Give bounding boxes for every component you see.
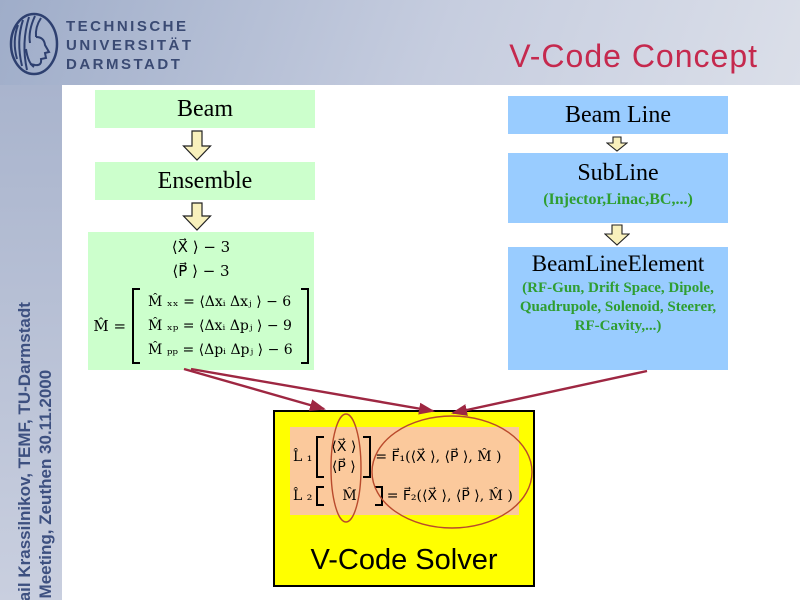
down-arrow-icon [182,202,212,231]
left-bracket [316,486,325,506]
matrix-row: M̂ ₓₓ = ⟨Δxᵢ Δxⱼ ⟩ − 6 [148,294,292,310]
right-bracket [374,486,383,506]
matrix-rows: M̂ ₓₓ = ⟨Δxᵢ Δxⱼ ⟩ − 6 M̂ ₓₚ = ⟨Δxᵢ Δpⱼ … [146,288,295,364]
mean-momentum-formula: ⟨P⃗ ⟩ − 3 [172,262,230,280]
vector-bottom: ⟨P⃗ ⟩ [331,459,356,475]
ensemble-label: Ensemble [157,168,253,194]
university-line: UNIVERSITÄT [66,37,194,54]
down-arrow-icon [604,224,630,246]
beam-line-label: Beam Line [565,102,671,128]
right-bracket [363,436,372,478]
header-banner: TECHNISCHE UNIVERSITÄT DARMSTADT V-Code … [0,0,800,85]
state-vector: ⟨X⃗ ⟩ ⟨P⃗ ⟩ [328,436,359,478]
arrow-element-to-solver [451,369,648,416]
right-bracket [300,288,309,364]
matrix-row: M̂ ₚₚ = ⟨Δpᵢ Δpⱼ ⟩ − 6 [148,342,293,358]
left-bracket [132,288,141,364]
ensemble-math-box: ⟨X⃗ ⟩ − 3 ⟨P⃗ ⟩ − 3 M̂ = M̂ ₓₓ = ⟨Δxᵢ Δx… [88,232,314,370]
university-line: TECHNISCHE [66,18,189,35]
slide-title: V-Code Concept [509,38,758,74]
ensemble-box: Ensemble [95,162,315,200]
solver-equations-panel: L̂ ₁ ⟨X⃗ ⟩ ⟨P⃗ ⟩ = F⃗₁(⟨X⃗ ⟩, ⟨P⃗ ⟩, M̂ … [290,427,519,515]
beam-line-element-detail: (RF-Gun, Drift Space, Dipole, Quadrupole… [519,280,717,334]
tu-darmstadt-logo-icon [9,12,59,76]
eq1-rhs: = F⃗₁(⟨X⃗ ⟩, ⟨P⃗ ⟩, M̂ ) [375,449,502,465]
eq2-operator: L̂ ₂ [293,488,313,504]
subline-label: SubLine [577,160,659,186]
matrix-lhs: M̂ = [93,317,127,335]
subline-detail: (Injector,Linac,BC,...) [543,191,693,208]
university-line: DARMSTADT [66,56,183,73]
arrow-matrix-to-solver-1 [183,367,326,411]
beam-line-element-box: BeamLineElement (RF-Gun, Drift Space, Di… [508,247,728,370]
sigma-matrix-formula: M̂ = M̂ ₓₓ = ⟨Δxᵢ Δxⱼ ⟩ − 6 M̂ ₓₚ = ⟨Δxᵢ… [88,288,314,364]
solver-equation-1: L̂ ₁ ⟨X⃗ ⟩ ⟨P⃗ ⟩ = F⃗₁(⟨X⃗ ⟩, ⟨P⃗ ⟩, M̂ … [293,436,516,478]
eq1-operator: L̂ ₁ [293,449,313,465]
down-arrow-icon [182,130,212,161]
solver-equation-2: L̂ ₂ M̂ = F⃗₂(⟨X⃗ ⟩, ⟨P⃗ ⟩, M̂ ) [293,486,516,506]
sidebar: Mikhail Krassilnikov, TEMF, TU-Darmstadt… [0,85,62,600]
down-arrow-icon [606,136,628,152]
v-code-solver-box: L̂ ₁ ⟨X⃗ ⟩ ⟨P⃗ ⟩ = F⃗₁(⟨X⃗ ⟩, ⟨P⃗ ⟩, M̂ … [273,410,535,587]
arrow-matrix-to-solver-2 [190,367,435,415]
credit-line: Mikhail Krassilnikov, TEMF, TU-Darmstadt [15,302,34,600]
beam-box: Beam [95,90,315,128]
eq2-operand: M̂ [342,488,357,504]
subline-box: SubLine (Injector,Linac,BC,...) [508,153,728,223]
beam-label: Beam [177,96,233,122]
matrix-row: M̂ ₓₚ = ⟨Δxᵢ Δpⱼ ⟩ − 9 [148,318,292,334]
author-credits: Mikhail Krassilnikov, TEMF, TU-Darmstadt… [14,210,56,600]
left-bracket [316,436,325,478]
beam-line-box: Beam Line [508,96,728,134]
vector-top: ⟨X⃗ ⟩ [331,439,357,455]
beam-line-element-label: BeamLineElement [531,251,705,276]
university-name: TECHNISCHE UNIVERSITÄT DARMSTADT [66,17,194,74]
mean-position-formula: ⟨X⃗ ⟩ − 3 [171,238,231,256]
v-code-solver-label: V-Code Solver [310,544,498,576]
eq2-rhs: = F⃗₂(⟨X⃗ ⟩, ⟨P⃗ ⟩, M̂ ) [386,488,513,504]
credit-line: PITZ Meeting, Zeuthen 30.11.2000 [36,369,55,600]
